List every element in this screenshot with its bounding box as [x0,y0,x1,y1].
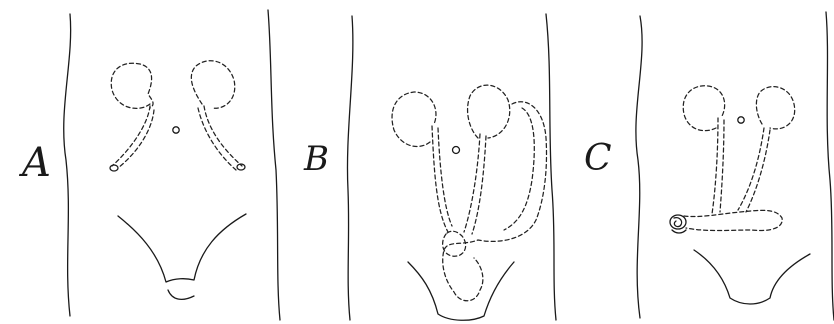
panel-c-stoma [670,215,686,233]
panel-c-label: C [584,138,612,179]
panel-c-body-left-outline [636,16,642,318]
panel-c-umbilicus [738,117,744,123]
panel-a-umbilicus [173,127,179,133]
panel-c-left-ureter [712,118,724,214]
panel-b-left-kidney [392,92,436,146]
panel-a-left-ureter [112,106,154,168]
panel-b-right-kidney [468,85,510,138]
panel-c-body-right-outline [826,12,834,320]
panel-a-right-ureter [198,106,242,170]
panel-b-left-ureter [432,126,452,232]
panel-a-pelvis-tip [168,290,194,299]
panel-c: C [584,12,834,320]
panel-c-right-kidney [756,87,794,129]
panel-a-left-kidney [111,63,153,108]
panel-a-pelvis-outline [118,214,246,282]
panel-b-body-right-outline [546,14,556,320]
panel-c-pelvis-outline [694,250,810,304]
panel-b: B [303,14,556,320]
panel-c-conduit [684,210,782,230]
panel-b-body-left-outline [347,16,352,320]
panel-b-umbilicus [453,147,460,154]
panel-c-left-kidney [683,86,724,131]
panel-a: A [18,10,280,320]
panel-b-bowel-segment [443,102,547,301]
panel-c-right-ureter [738,128,770,212]
panel-a-label: A [18,140,51,186]
panel-a-body-left-outline [64,14,71,316]
panel-a-right-kidney [191,61,234,108]
panel-b-label: B [303,139,329,179]
panel-b-pelvis-outline [408,262,514,320]
panel-a-body-right-outline [268,10,280,320]
panel-b-right-ureter [464,134,486,234]
panel-a-left-stoma [110,165,118,171]
panel-b-bowel-loop [443,231,466,256]
